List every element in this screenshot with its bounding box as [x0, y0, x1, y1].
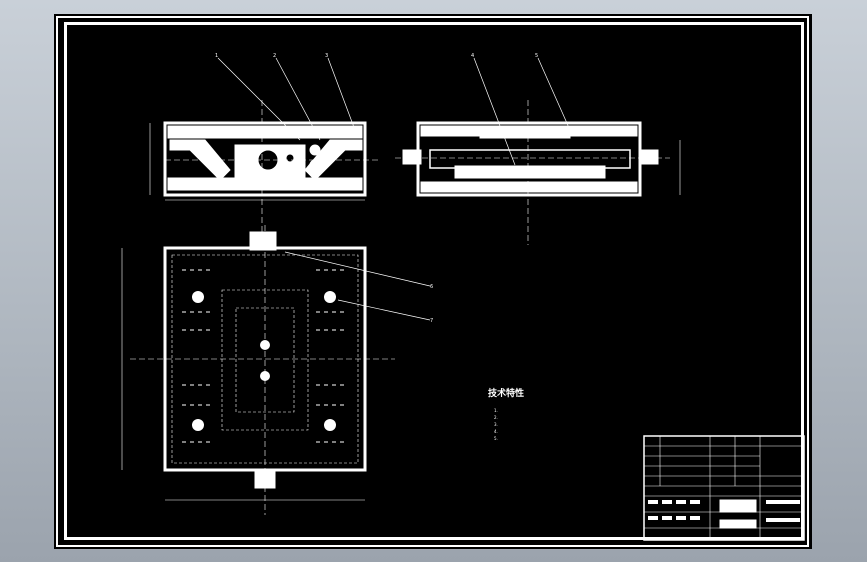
- leader-lines: [217, 57, 571, 321]
- side-view: [395, 100, 681, 245]
- tech-note-5: 5.: [494, 436, 498, 441]
- callout-3: 3: [325, 53, 328, 59]
- sheet-border-inner: [64, 22, 804, 540]
- callout-4: 4: [471, 53, 474, 59]
- callout-6: 6: [430, 284, 433, 290]
- callout-5: 5: [535, 53, 538, 59]
- front-view: [149, 100, 380, 235]
- callout-7: 7: [430, 318, 433, 324]
- callout-1: 1: [215, 53, 218, 59]
- tech-note-3: 3.: [494, 422, 498, 427]
- title-block: [643, 435, 805, 541]
- technical-notes: 技术特性 1. 2. 3. 4. 5.: [488, 387, 524, 441]
- tech-note-1: 1.: [494, 408, 498, 413]
- sheet-border-outer: [56, 16, 809, 547]
- tech-notes-title: 技术特性: [488, 387, 524, 399]
- balloon-labels: 1 2 3 4 5 6 7: [215, 53, 538, 324]
- tech-note-2: 2.: [494, 415, 498, 420]
- plan-view: [121, 225, 395, 515]
- callout-2: 2: [273, 53, 276, 59]
- drawing-sheet: [54, 14, 812, 549]
- tech-note-4: 4.: [494, 429, 498, 434]
